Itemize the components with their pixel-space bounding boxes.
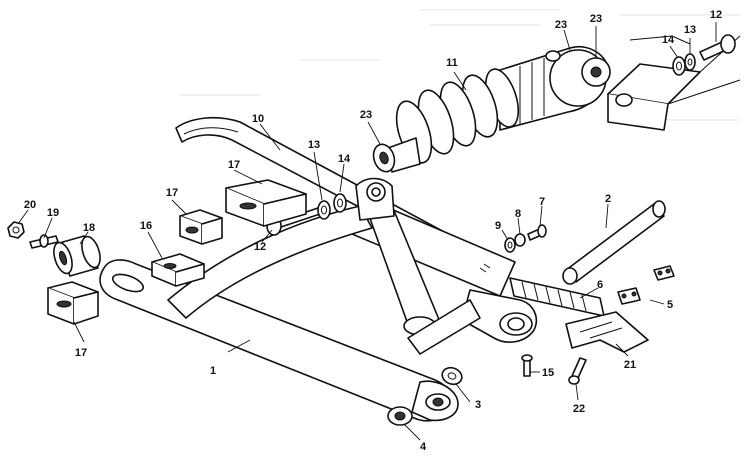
callout-11: 11 — [446, 57, 458, 69]
callout-5: 5 — [667, 299, 673, 311]
pad-17-upper-part — [225, 179, 307, 227]
callout-19: 19 — [47, 207, 59, 219]
bolt-12-upper-part — [699, 34, 736, 61]
leader-lines — [17, 22, 717, 441]
callout-17-lower: 17 — [75, 347, 87, 359]
callout-14-upper: 14 — [662, 34, 675, 46]
callout-23-right: 23 — [590, 13, 602, 25]
washer-3-part — [441, 366, 463, 386]
bolt-15-part — [521, 354, 533, 377]
shock-absorber-part — [372, 45, 611, 173]
spacer-18-part — [53, 235, 101, 277]
callout-21: 21 — [624, 359, 636, 371]
callout-10: 10 — [252, 113, 264, 125]
callout-7: 7 — [539, 196, 545, 208]
mount-plate-16-part — [151, 253, 205, 287]
tensioner-plate-21-part — [565, 311, 649, 353]
callout-16: 16 — [140, 220, 152, 232]
callout-1: 1 — [210, 365, 216, 377]
callout-3: 3 — [475, 399, 481, 411]
callout-4: 4 — [420, 441, 427, 453]
bolt-19-part — [29, 234, 59, 249]
bolt-22-part — [568, 357, 587, 385]
swingarm-frame-part — [99, 177, 538, 422]
callout-13-upper: 13 — [684, 24, 696, 36]
rod-2-part — [562, 200, 666, 285]
callout-17-upper: 17 — [228, 159, 240, 171]
washer-14-lower-part — [333, 193, 347, 213]
callout-22: 22 — [573, 403, 585, 415]
callout-6: 6 — [597, 279, 603, 291]
callout-23-left: 23 — [555, 19, 567, 31]
callout-2: 2 — [605, 193, 611, 205]
callout-8: 8 — [515, 208, 521, 220]
chain-link-5-part — [617, 265, 675, 305]
nut-20-part — [7, 221, 25, 239]
pad-17-mid-part — [179, 209, 223, 245]
callout-12-lower: 12 — [254, 241, 266, 253]
callout-17-mid: 17 — [166, 187, 178, 199]
washer-14-upper-part — [672, 56, 686, 76]
bushing-4-part — [387, 406, 413, 426]
washer-9-part — [504, 237, 516, 253]
callout-14-lower: 14 — [338, 153, 351, 165]
callout-9: 9 — [495, 220, 501, 232]
callout-23-lower: 23 — [360, 109, 372, 121]
callout-labels: 1 2 3 4 5 6 7 8 9 10 11 12 12 13 13 14 1… — [24, 9, 722, 453]
callout-12-upper: 12 — [710, 9, 722, 21]
washer-13-lower-part — [317, 200, 331, 220]
washer-8-part — [514, 233, 526, 247]
callout-15: 15 — [542, 367, 554, 379]
callout-13-lower: 13 — [308, 139, 320, 151]
washer-13-upper-part — [684, 53, 696, 71]
bolt-7-part — [527, 224, 547, 241]
callout-18: 18 — [83, 222, 95, 234]
pad-17-lower-part — [47, 281, 99, 325]
callout-20: 20 — [24, 199, 36, 211]
